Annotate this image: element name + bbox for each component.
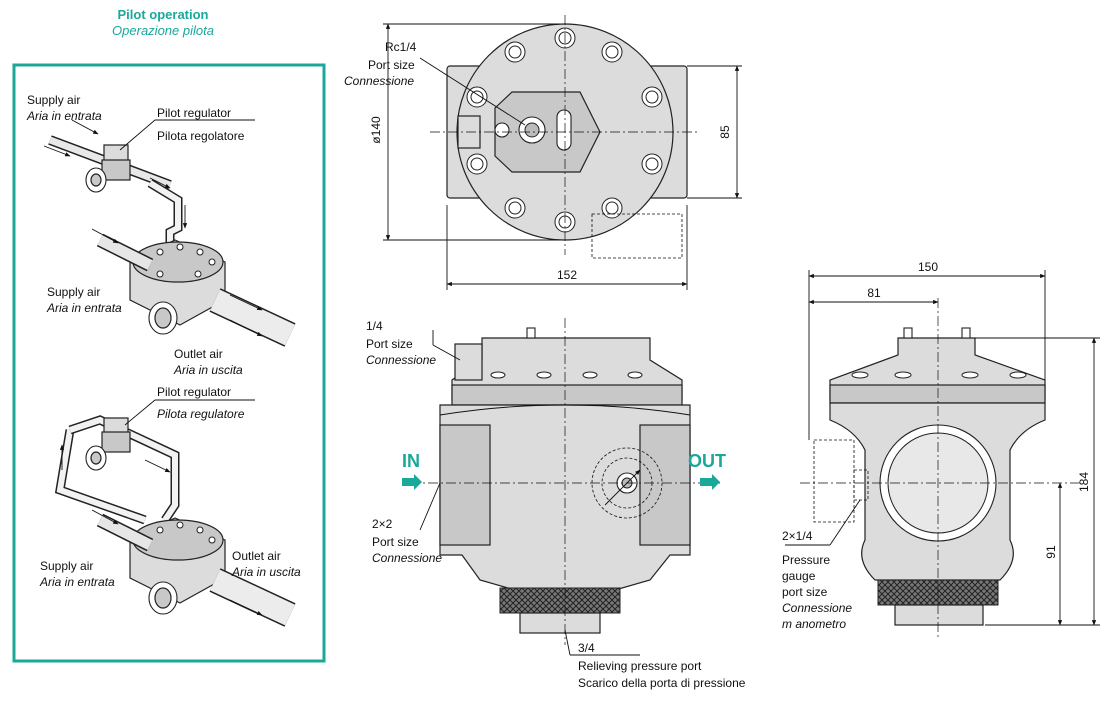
top-port-size: Port size xyxy=(368,58,415,72)
side-half: 81 xyxy=(867,286,881,300)
front-main-port: 2×2 xyxy=(372,517,393,531)
gauge-port: 2×1/4 xyxy=(782,529,813,543)
front-main-port-size-it: Connessione xyxy=(372,551,442,565)
top-supply-air: Supply air xyxy=(27,93,80,107)
pilot-illustration-top xyxy=(43,119,296,347)
bottom-outlet-air-it: Aria in uscita xyxy=(231,565,301,579)
front-port-top: 1/4 xyxy=(366,319,383,333)
gauge-line2: gauge xyxy=(782,569,816,583)
front-main-port-size: Port size xyxy=(372,535,419,549)
top-view xyxy=(383,15,742,290)
front-port-top-size-it: Connessione xyxy=(366,353,436,367)
bottom-outlet-air: Outlet air xyxy=(232,549,281,563)
top-supply-air2-it: Aria in entrata xyxy=(46,301,122,315)
bottom-pilot-regulator-it: Pilota regulatore xyxy=(157,407,245,421)
side-center: 91 xyxy=(1044,545,1058,559)
relief-label-it: Scarico della porta di pressione xyxy=(578,676,746,690)
side-width: 150 xyxy=(918,260,938,274)
gauge-it1: Connessione xyxy=(782,601,852,615)
top-port-size-it: Connessione xyxy=(344,74,414,88)
bottom-supply-air-it: Aria in entrata xyxy=(39,575,115,589)
gauge-line3: port size xyxy=(782,585,828,599)
relief-port: 3/4 xyxy=(578,641,595,655)
pilot-operation-panel: Pilot operation Operazione pilota xyxy=(12,7,326,663)
pilot-illustration-bottom xyxy=(54,399,296,627)
pilot-frame xyxy=(12,63,326,663)
top-outlet-air: Outlet air xyxy=(174,347,223,361)
front-port-top-size: Port size xyxy=(366,337,413,351)
top-pilot-regulator-it: Pilota regolatore xyxy=(157,129,245,143)
top-height: 85 xyxy=(718,125,732,139)
bottom-pilot-regulator: Pilot regulator xyxy=(157,385,231,399)
top-pilot-regulator: Pilot regulator xyxy=(157,106,231,120)
side-height: 184 xyxy=(1077,472,1091,492)
out-label: OUT xyxy=(688,451,726,471)
side-view xyxy=(785,270,1100,640)
gauge-it2: m anometro xyxy=(782,617,846,631)
top-supply-air-it: Aria in entrata xyxy=(26,109,102,123)
relief-label: Relieving pressure port xyxy=(578,659,702,673)
top-port: Rc1/4 xyxy=(385,40,417,54)
front-view xyxy=(402,318,720,656)
top-width: 152 xyxy=(557,268,577,282)
pilot-title-it: Operazione pilota xyxy=(112,23,214,38)
gauge-line1: Pressure xyxy=(782,553,830,567)
in-label: IN xyxy=(402,451,420,471)
bottom-supply-air: Supply air xyxy=(40,559,93,573)
pilot-title: Pilot operation xyxy=(118,7,209,22)
top-supply-air2: Supply air xyxy=(47,285,100,299)
top-outlet-air-it: Aria in uscita xyxy=(173,363,243,377)
top-diameter: ø140 xyxy=(369,116,383,144)
